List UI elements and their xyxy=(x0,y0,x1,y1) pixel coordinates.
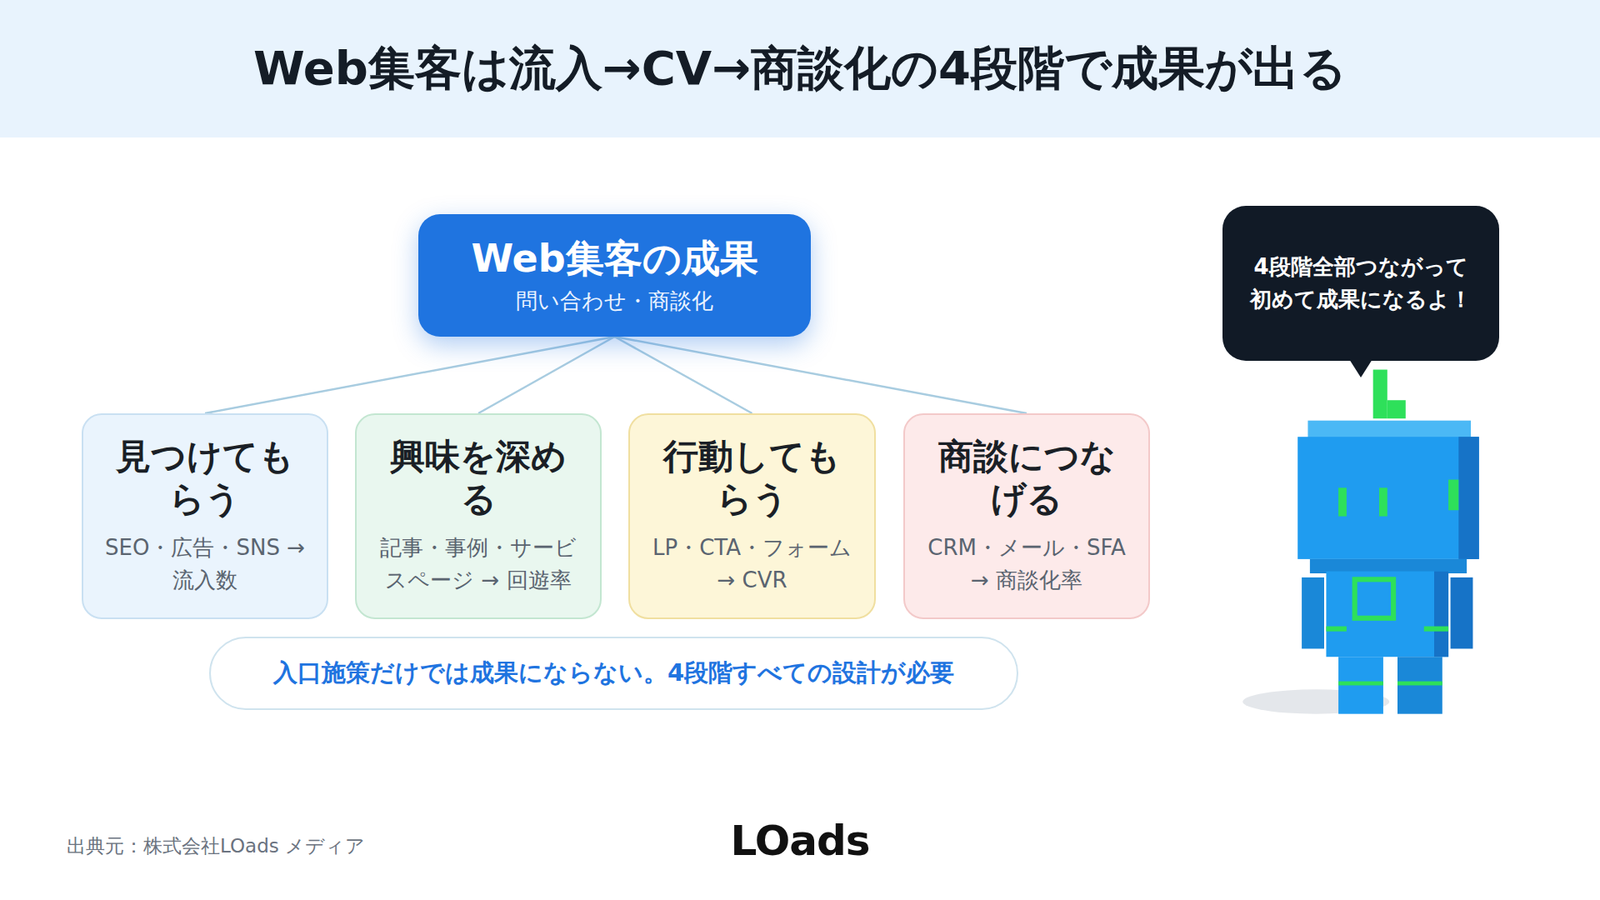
note-pill: 入口施策だけでは成果にならない。4段階すべての設計が必要 xyxy=(209,636,1019,710)
bubble-tail-shape xyxy=(1349,359,1373,378)
node-heading: 商談につなげる xyxy=(921,435,1132,520)
tree-connector xyxy=(615,336,753,414)
node-body: SEO・広告・SNS → 流入数 xyxy=(100,531,310,597)
node-heading: 4段階全部つながって初めて成果になるよ！ xyxy=(1247,250,1475,316)
node-body: 記事・事例・サービスページ → 回遊率 xyxy=(373,531,584,597)
logo: LOads xyxy=(0,816,1600,865)
tree-connector xyxy=(205,336,615,414)
title: Web集客は流入→CV→商談化の4段階で成果が出る xyxy=(0,0,1600,138)
robot-illustration xyxy=(1241,358,1517,734)
node-heading: 興味を深める xyxy=(373,435,584,520)
node-body: LP・CTA・フォーム → CVR xyxy=(646,531,858,597)
node-heading: 行動してもらう xyxy=(646,435,858,520)
node-body: CRM・メール・SFA → 商談化率 xyxy=(921,531,1132,597)
source-note: 出典元：株式会社LOads メディア xyxy=(66,833,365,860)
node-heading: 入口施策だけでは成果にならない。4段階すべての設計が必要 xyxy=(273,656,955,690)
goal-box: Web集客の成果問い合わせ・商談化 xyxy=(418,214,811,337)
node-heading: Web集客の成果 xyxy=(470,235,758,284)
stage-box: 見つけてもらう SEO・広告・SNS → 流入数 xyxy=(81,413,329,620)
stage-box: 行動してもらう LP・CTA・フォーム → CVR xyxy=(628,413,876,620)
tree-connector xyxy=(478,336,615,414)
node-body: 問い合わせ・商談化 xyxy=(515,286,714,316)
tree-connector xyxy=(615,336,1028,414)
node-heading: 見つけてもらう xyxy=(100,435,310,520)
stage-box: 商談につなげる CRM・メール・SFA → 商談化率 xyxy=(903,413,1150,620)
stage-box: 興味を深める記事・事例・サービスページ → 回遊率 xyxy=(355,413,602,620)
speech-bubble: 4段階全部つながって初めて成果になるよ！ xyxy=(1222,205,1500,361)
bubble-tail xyxy=(1349,359,1373,380)
